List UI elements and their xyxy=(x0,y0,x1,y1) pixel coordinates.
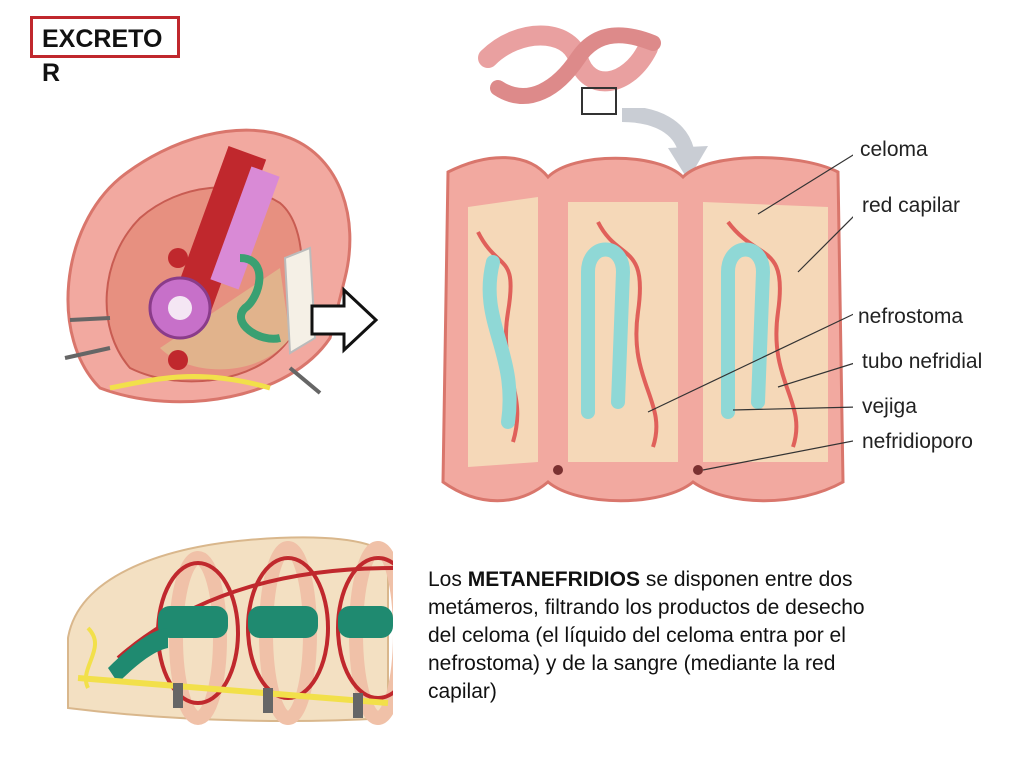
caption-paragraph: Los METANEFRIDIOS se disponen entre dos … xyxy=(428,566,868,706)
label-red-capilar: red capilar xyxy=(862,194,961,217)
label-nefrostoma: nefrostoma xyxy=(858,305,964,328)
label-celoma: celoma xyxy=(860,138,928,161)
caption-rest: se disponen entre dos metámeros, filtran… xyxy=(428,568,865,703)
segments-circulation-illustration xyxy=(67,536,393,725)
caption-bold-term: METANEFRIDIOS xyxy=(467,568,640,591)
label-nefridioporo: nefridioporo xyxy=(862,430,973,453)
earthworm-illustration xyxy=(478,25,661,115)
metanephridia-segments-illustration xyxy=(441,154,853,503)
label-tubo-nefridial: tubo nefridial xyxy=(862,350,983,373)
zoom-arrow-icon xyxy=(621,108,708,180)
title-frame xyxy=(30,16,180,58)
caption-prefix: Los xyxy=(428,568,468,591)
outline-arrow-icon xyxy=(310,286,379,354)
page-title: EXCRETOR xyxy=(42,25,163,87)
label-vejiga: vejiga xyxy=(862,395,917,418)
worm-cross-section-illustration xyxy=(64,128,352,404)
